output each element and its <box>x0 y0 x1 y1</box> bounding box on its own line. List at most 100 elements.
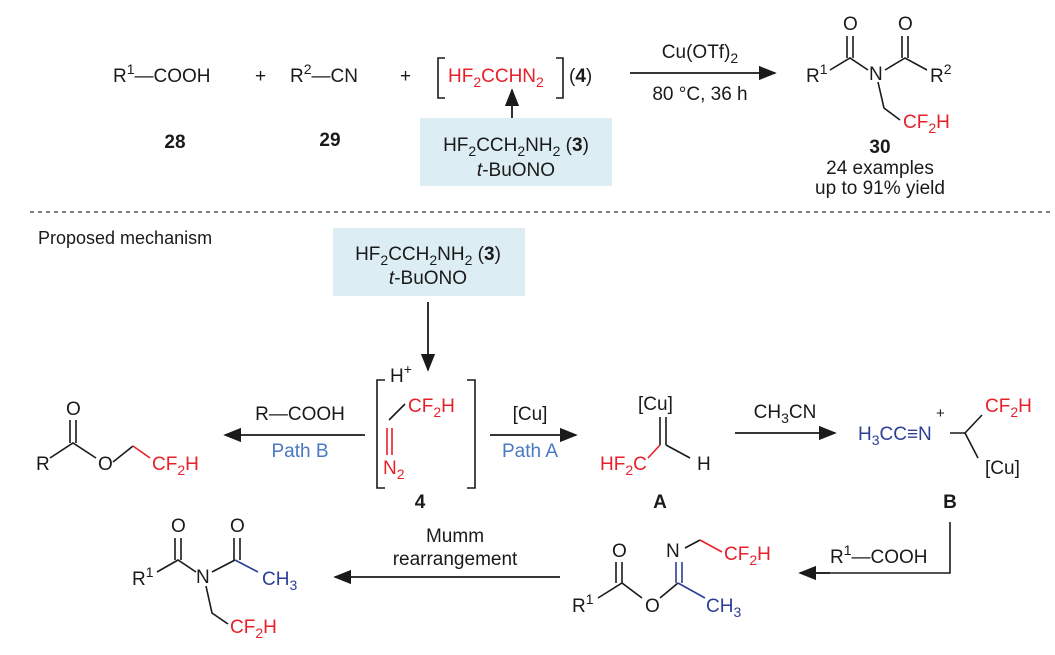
reagent-box <box>333 228 525 296</box>
final-imide: R1 O N O CH3 CF2H <box>132 516 297 641</box>
formula-part: 2 <box>536 74 544 90</box>
formula-part: 2 <box>397 466 405 482</box>
formula-part: 1 <box>820 61 828 77</box>
formula-part: 1 <box>844 542 852 558</box>
oxygen: O <box>612 541 627 562</box>
nitrogen: N <box>196 567 210 588</box>
bond <box>684 539 701 549</box>
reagent-amine: HF2CCH2NH2 (3) <box>443 135 589 159</box>
formula-part: -BuONO <box>482 160 555 181</box>
formula-part: CN <box>789 402 816 423</box>
formula-part: 2 <box>944 61 952 77</box>
formula-part: + <box>404 361 412 377</box>
formula-part: HF <box>448 66 473 87</box>
r1: R1 <box>572 591 594 617</box>
cf2h-group: CF2H <box>985 396 1032 420</box>
formula-part: R <box>930 66 944 87</box>
diazo-ref: (4) <box>569 66 592 87</box>
bonds <box>49 420 134 463</box>
plus-sign: + <box>255 66 266 87</box>
formula-part: 4 <box>575 66 586 87</box>
n2-group: N2 <box>383 458 405 482</box>
bond <box>132 445 151 459</box>
cf2h-group: CF2H <box>230 617 277 641</box>
label-A: A <box>653 492 667 513</box>
formula-part: R <box>830 547 844 568</box>
bonds <box>659 417 691 459</box>
formula-part: 3 <box>484 244 495 265</box>
formula-part: 3 <box>781 410 789 426</box>
path-a-reagent: [Cu] <box>513 404 548 425</box>
formula-part: 1 <box>586 591 594 607</box>
bond <box>647 444 661 459</box>
formula-part: 2 <box>553 143 561 159</box>
formula-part: H <box>858 424 872 445</box>
oxygen: O <box>645 596 660 617</box>
formula-part: 2 <box>429 252 437 268</box>
path-a-label: Path A <box>502 441 558 462</box>
bond <box>699 539 723 553</box>
bonds <box>950 414 983 459</box>
carboxylic-acid-28: R1—COOH <box>113 61 211 87</box>
formula-part: 2 <box>255 625 263 641</box>
mechanism-title: Proposed mechanism <box>38 228 212 248</box>
formula-part: H <box>390 366 404 387</box>
formula-part: ) <box>495 244 501 265</box>
path-b-label: Path B <box>271 441 328 462</box>
formula-part: CCH <box>476 135 517 156</box>
formula-part: 2 <box>465 252 473 268</box>
label-4: 4 <box>415 492 426 513</box>
copper: [Cu] <box>638 394 673 415</box>
formula-part: HF <box>443 135 468 156</box>
double-bond <box>386 428 393 455</box>
formula-part: CH <box>706 596 733 617</box>
bond <box>234 559 259 573</box>
formula-part: 3 <box>289 577 297 593</box>
formula-part: CF <box>408 396 433 417</box>
reagent-amine: HF2CCH2NH2 (3) <box>355 244 501 268</box>
oxygen: O <box>98 454 113 475</box>
formula-part: R <box>113 66 127 87</box>
formula-part: 2 <box>730 50 738 66</box>
methyl: CH3 <box>706 596 741 620</box>
copper-carbene-A: [Cu] HF2C H <box>600 394 711 478</box>
methyl: CH3 <box>262 569 297 593</box>
formula-part: H <box>936 112 950 133</box>
r1: R1 <box>806 61 828 87</box>
formula-part: 2 <box>517 143 525 159</box>
mumm-label: Mumm <box>426 526 484 547</box>
formula-part: —COOH <box>135 66 211 87</box>
formula-part: -BuONO <box>394 268 467 289</box>
yield-range: up to 91% yield <box>815 178 945 199</box>
formula-part: 2 <box>928 120 936 136</box>
formula-part: H <box>263 617 277 638</box>
bracket-left <box>376 379 385 489</box>
formula-part: CF <box>152 454 177 475</box>
formula-part: H <box>757 544 771 565</box>
oxygen: O <box>898 14 913 35</box>
reagent-nitrite: t-BuONO <box>477 160 555 181</box>
bracket-right <box>556 57 564 99</box>
examples-count: 24 examples <box>826 158 934 179</box>
formula-part: C <box>633 454 647 475</box>
formula-part: R <box>572 596 586 617</box>
nitrilium: H3CC≡N <box>858 424 932 448</box>
formula-part: 2 <box>1010 404 1018 420</box>
formula-part: 2 <box>433 404 441 420</box>
acid-catalyst: H+ <box>390 361 412 387</box>
formula-part: NH <box>437 244 464 265</box>
cf2h-group: CF2H <box>724 544 771 568</box>
label-30: 30 <box>869 137 890 158</box>
formula-part: 2 <box>380 252 388 268</box>
formula-part: 3 <box>872 432 880 448</box>
formula-part: HF <box>355 244 380 265</box>
formula-part: ( <box>472 244 484 265</box>
formula-part: 1 <box>146 564 154 580</box>
formula-part: CH <box>754 402 781 423</box>
bracket-left <box>437 57 445 99</box>
formula-part: Cu(OTf) <box>662 42 731 63</box>
formula-part: N <box>383 458 397 479</box>
formula-part: ( <box>569 66 576 87</box>
oxygen: O <box>230 516 245 537</box>
